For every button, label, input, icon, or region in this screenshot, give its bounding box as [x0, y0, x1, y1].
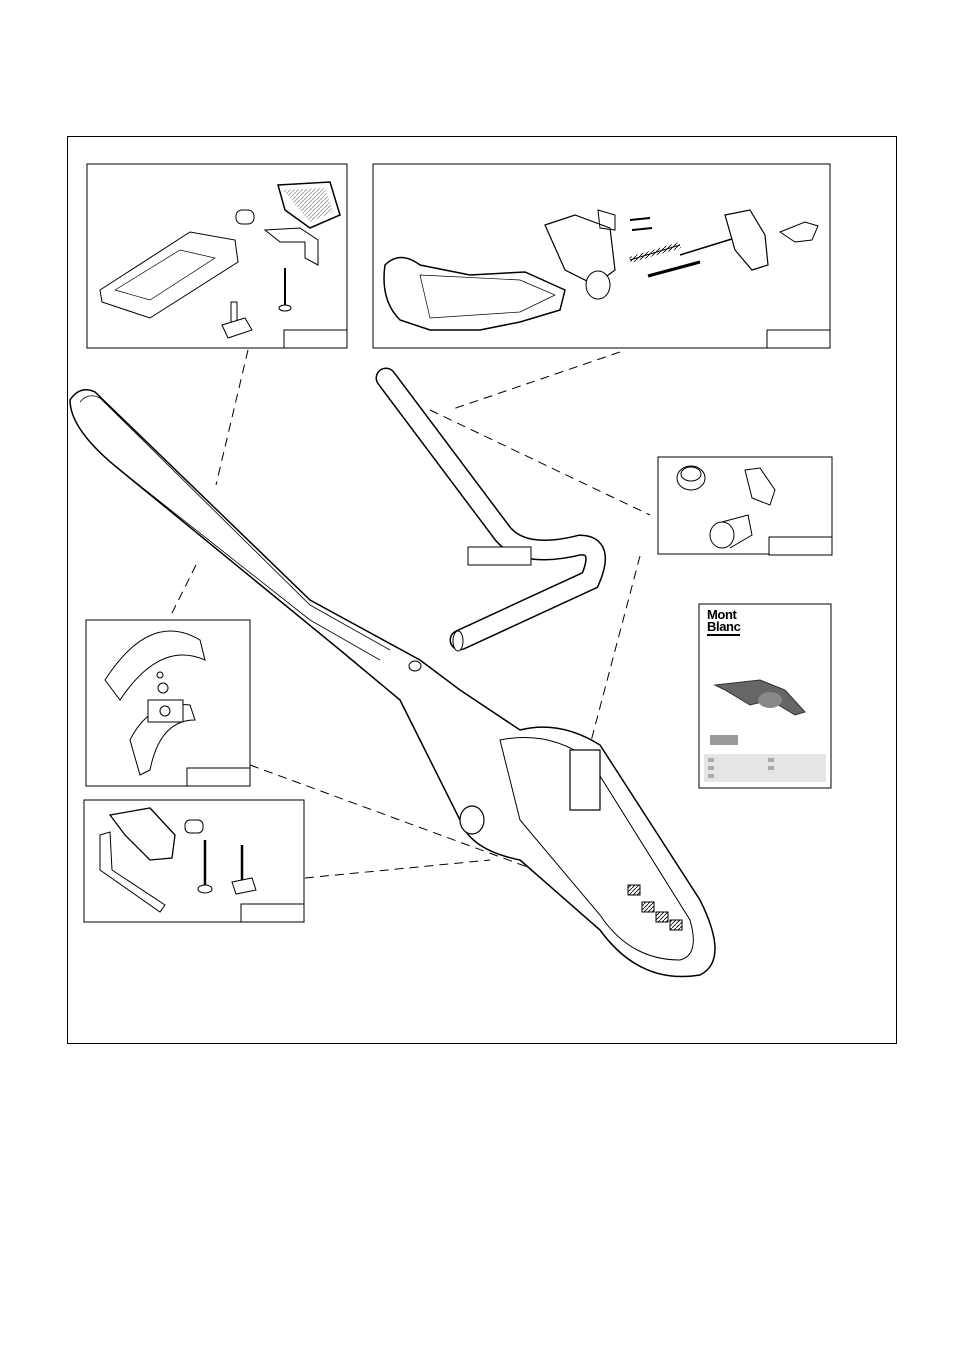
- brand-line2: Blanc: [707, 621, 740, 636]
- main-carrier-body: [70, 390, 715, 977]
- arm-tube: [386, 378, 596, 651]
- booklet-brand-logo: Mont Blanc: [707, 609, 740, 636]
- parts-panel-saddle-base: [87, 164, 347, 348]
- callout-box: [284, 330, 347, 348]
- parts-panel-lock-cylinders: [658, 457, 832, 555]
- parts-panel-frame-holder: [84, 800, 304, 922]
- callout-box: [769, 537, 832, 555]
- parts-panel-bike-holder-arm: [373, 164, 830, 348]
- callout-box: [241, 904, 304, 922]
- callout-box: [187, 768, 250, 786]
- callout-box: [468, 547, 531, 565]
- callout-box: [767, 330, 830, 348]
- parts-panel-wheel-strap: [86, 620, 250, 786]
